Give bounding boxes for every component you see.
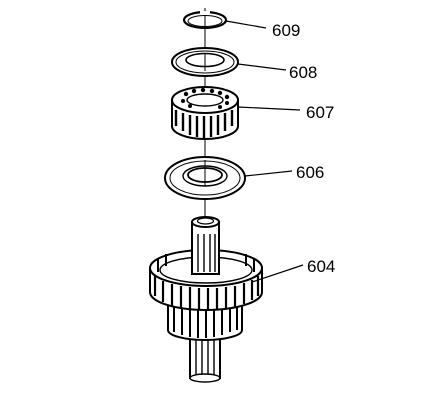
thrust-washer-icon [171, 47, 239, 77]
leader-606 [244, 170, 293, 177]
callout-607: 607 [306, 103, 334, 122]
callout-609: 609 [272, 21, 300, 40]
leader-604 [251, 264, 304, 283]
needle-bearing-icon [171, 86, 239, 140]
sprocket-shaft-icon [149, 216, 263, 383]
bearing-race-icon [164, 156, 246, 200]
leader-lines [225, 20, 304, 283]
leader-607 [237, 106, 301, 111]
leader-608 [237, 63, 287, 71]
snap-ring-icon [182, 10, 228, 30]
callout-608: 608 [289, 63, 317, 82]
leader-609 [225, 20, 267, 29]
callout-604: 604 [307, 257, 335, 276]
callout-606: 606 [296, 163, 324, 182]
